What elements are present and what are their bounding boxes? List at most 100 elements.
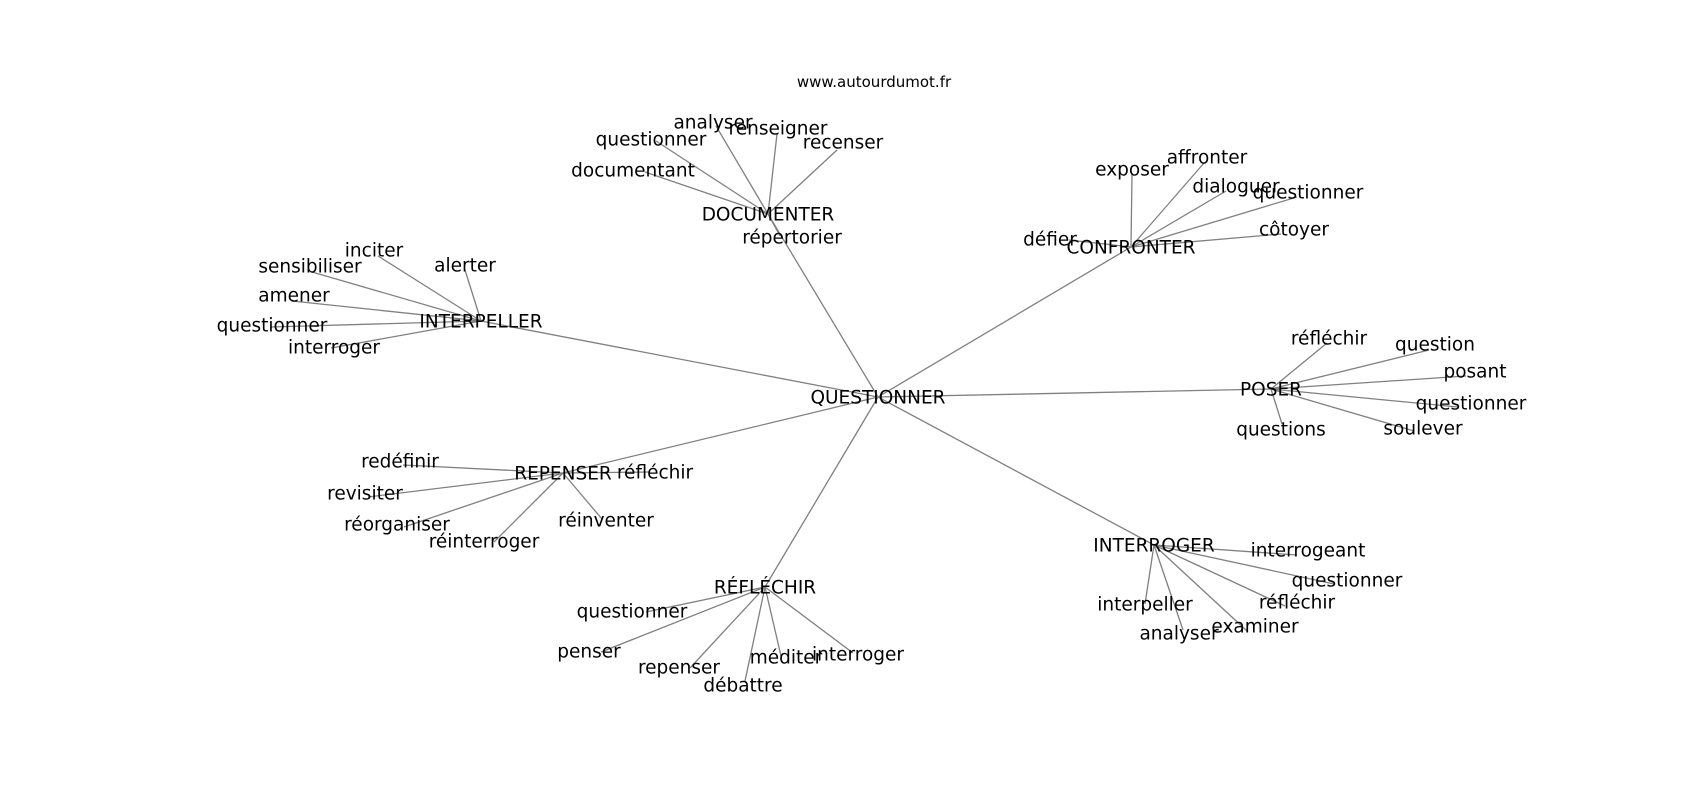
edge-cluster-to-word — [377, 255, 482, 322]
word-node-label: questionner — [1253, 183, 1364, 204]
center-node-label: QUESTIONNER — [810, 388, 945, 409]
edge-cluster-to-word — [1270, 342, 1328, 390]
edge-center-to-cluster — [877, 396, 1155, 546]
word-node-label: analyser — [673, 113, 753, 134]
edge-cluster-to-word — [767, 133, 778, 215]
edge-cluster-to-word — [767, 213, 781, 237]
word-node-label: alerter — [434, 256, 496, 277]
edge-cluster-to-word — [311, 271, 482, 322]
word-node-label: questionner — [1416, 394, 1527, 415]
edge-cluster-to-word — [1153, 544, 1335, 585]
edge-cluster-to-word — [1270, 388, 1415, 432]
edge-cluster-to-word — [1153, 544, 1248, 632]
edge-cluster-to-word — [402, 464, 564, 474]
word-node-label: soulever — [1383, 419, 1463, 440]
edge-cluster-to-word — [655, 140, 769, 215]
word-node-label: interpeller — [1097, 595, 1193, 616]
word-node-label: questionner — [1292, 571, 1403, 592]
edge-cluster-to-word — [1270, 388, 1283, 425]
edge-cluster-to-word — [1153, 544, 1286, 607]
word-node-label: méditer — [750, 648, 823, 669]
cluster-node-label: REPENSER — [514, 464, 612, 485]
cluster-node-label: POSER — [1240, 380, 1302, 401]
word-node-label: réinterroger — [429, 532, 540, 553]
edge-center-to-cluster — [877, 246, 1132, 398]
edge-cluster-to-word — [1130, 190, 1227, 248]
word-node-label: dialoguer — [1192, 177, 1280, 198]
cluster-node-label: DOCUMENTER — [702, 205, 835, 226]
word-node-label: questionner — [596, 130, 707, 151]
word-node-label: renseigner — [729, 119, 828, 140]
edge-cluster-to-word — [1270, 375, 1467, 390]
word-node-label: penser — [557, 642, 621, 663]
word-node-label: recenser — [803, 133, 884, 154]
edge-cluster-to-word — [1130, 233, 1282, 248]
word-node-label: redéfinir — [361, 452, 439, 473]
edge-center-to-cluster — [764, 396, 879, 588]
word-node-label: amener — [258, 286, 330, 307]
edge-center-to-cluster — [562, 396, 879, 474]
edge-cluster-to-word — [1130, 196, 1298, 248]
word-node-label: interroger — [288, 338, 380, 359]
word-node-label: examiner — [1211, 617, 1299, 638]
edge-cluster-to-word — [600, 586, 766, 653]
word-node-label: inciter — [345, 241, 404, 262]
edge-cluster-to-word — [367, 472, 564, 498]
edge-cluster-to-word — [1068, 239, 1132, 248]
edge-cluster-to-word — [767, 149, 838, 215]
word-node-label: question — [1395, 335, 1475, 356]
graph-labels: www.autourdumot.fr QUESTIONNER DOCUMENTER… — [217, 73, 1527, 697]
edge-cluster-to-word — [744, 586, 766, 682]
edge-cluster-to-word — [644, 171, 769, 215]
word-node-label: revisiter — [327, 484, 403, 505]
edge-cluster-to-word — [645, 586, 766, 613]
word-node-label: documentant — [571, 161, 695, 182]
edge-cluster-to-word — [689, 586, 766, 669]
word-node-label: posant — [1443, 362, 1506, 383]
cluster-node-label: INTERROGER — [1093, 536, 1215, 557]
word-node-label: repenser — [638, 658, 720, 679]
word-node-label: défier — [1023, 230, 1077, 251]
word-node-label: interroger — [812, 645, 904, 666]
edge-cluster-to-word — [1270, 349, 1430, 390]
word-node-label: côtoyer — [1259, 220, 1329, 241]
cluster-node-label: RÉFLÉCHIR — [714, 577, 816, 599]
edge-cluster-to-word — [715, 125, 769, 215]
edge-center-to-cluster — [767, 213, 879, 398]
edge-cluster-to-word — [1130, 173, 1133, 248]
word-node-label: affronter — [1167, 148, 1248, 169]
edge-center-to-cluster — [877, 388, 1272, 398]
edge-cluster-to-word — [291, 300, 482, 322]
word-node-label: exposer — [1095, 160, 1169, 181]
cluster-node-label: CONFRONTER — [1066, 238, 1195, 259]
edge-cluster-to-word — [269, 320, 482, 328]
word-node-label: réfléchir — [1291, 329, 1368, 350]
edge-cluster-to-word — [464, 269, 482, 322]
edge-cluster-to-word — [562, 471, 651, 474]
word-node-label: débattre — [703, 676, 782, 697]
word-node-label: interrogeant — [1251, 541, 1366, 562]
word-node-label: réinventer — [558, 511, 654, 532]
edge-cluster-to-word — [1130, 162, 1205, 248]
edge-cluster-to-word — [1153, 544, 1184, 631]
edge-cluster-to-word — [1270, 388, 1459, 408]
word-node-label: répertorier — [742, 228, 842, 249]
edge-center-to-cluster — [480, 320, 879, 398]
edge-cluster-to-word — [330, 320, 482, 349]
word-node-label: réfléchir — [1259, 593, 1336, 614]
edge-cluster-to-word — [403, 472, 564, 528]
word-node-label: réorganiser — [344, 515, 450, 536]
graph-edges — [269, 125, 1467, 682]
word-node-label: questions — [1236, 420, 1326, 441]
edge-cluster-to-word — [764, 586, 782, 657]
edge-cluster-to-word — [1144, 544, 1155, 605]
site-label: www.autourdumot.fr — [797, 73, 952, 91]
word-node-label: sensibiliser — [258, 257, 362, 278]
word-node-label: analyser — [1139, 624, 1219, 645]
word-node-label: réfléchir — [617, 463, 694, 484]
edge-cluster-to-word — [493, 472, 564, 543]
cluster-node-label: INTERPELLER — [419, 312, 542, 333]
edge-cluster-to-word — [1153, 544, 1298, 556]
word-node-label: questionner — [577, 602, 688, 623]
